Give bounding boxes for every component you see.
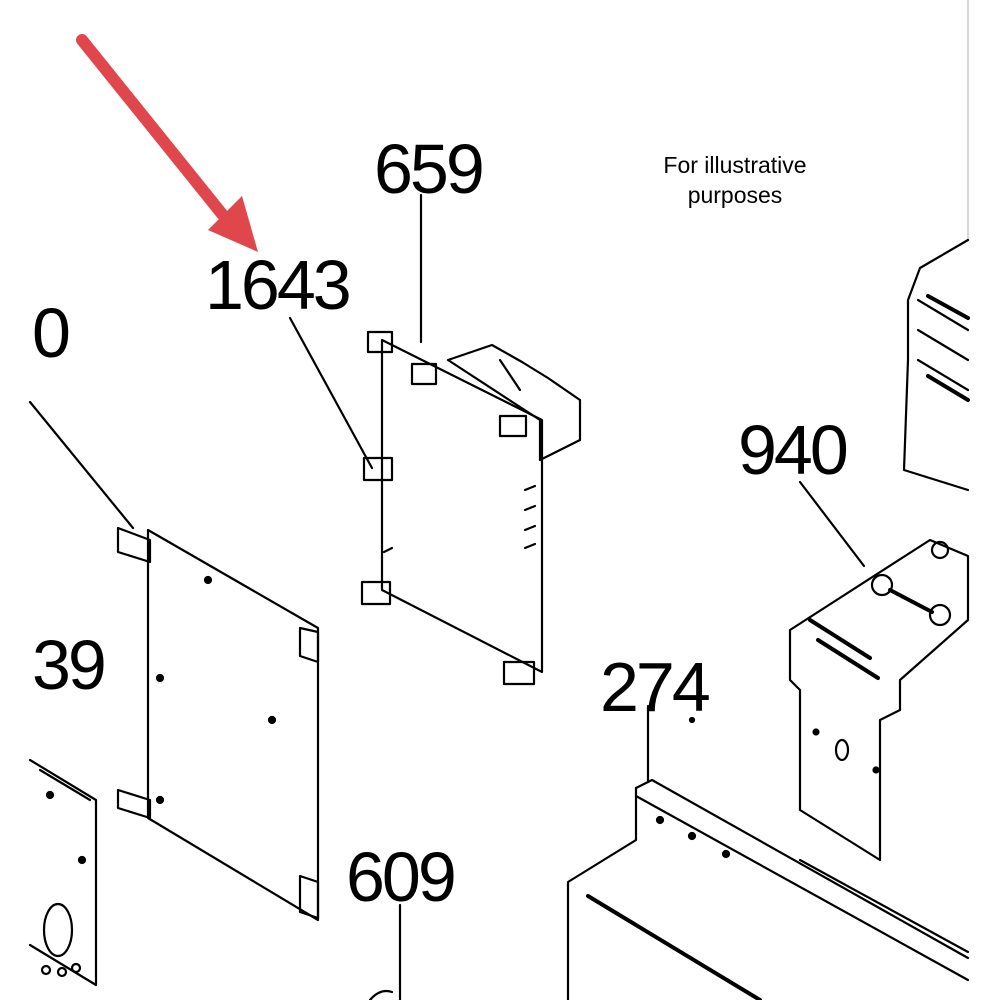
callout-left-top[interactable]: 0 (32, 294, 71, 372)
upper-right-housing (902, 238, 970, 492)
part-609-stub (368, 903, 402, 1000)
left-mounting-plate (28, 400, 320, 922)
callout-609[interactable]: 609 (346, 838, 457, 916)
illustrative-note: For illustrative purposes (640, 150, 830, 210)
control-board (288, 193, 582, 686)
base-274 (566, 704, 970, 1000)
note-line-1: For illustrative (663, 152, 807, 178)
leader-line-1643 (288, 316, 374, 470)
callout-1643[interactable]: 1643 (205, 246, 352, 324)
callout-940[interactable]: 940 (738, 411, 849, 489)
callout-274[interactable]: 274 (600, 648, 711, 726)
callout-659[interactable]: 659 (374, 130, 485, 208)
callout-left-middle[interactable]: 39 (32, 626, 107, 704)
lower-left-bracket (28, 758, 98, 987)
leader-line-940 (798, 480, 866, 568)
bracket-940 (788, 480, 970, 862)
red-pointer-arrow-icon (76, 34, 258, 252)
leader-line-left-top (28, 400, 135, 530)
note-line-2: purposes (687, 182, 783, 208)
